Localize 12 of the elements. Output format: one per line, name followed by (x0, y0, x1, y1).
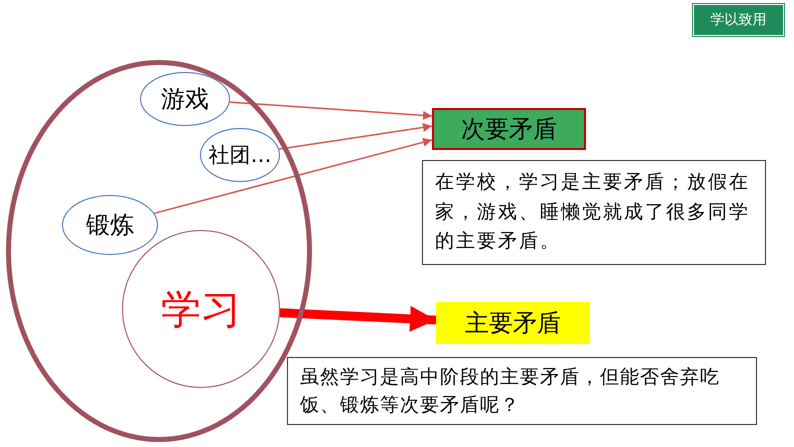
activity-ellipse: 游戏 (140, 72, 230, 126)
secondary-contradiction-box: 次要矛盾 (432, 108, 586, 150)
tag-box: 学以致用 (694, 5, 783, 35)
question-box: 虽然学习是高中阶段的主要矛盾，但能否舍弃吃饭、锻炼等次要矛盾呢？ (287, 357, 757, 425)
arrow (278, 122, 432, 150)
activity-ellipse: 锻炼 (62, 195, 158, 255)
arrow (154, 138, 432, 214)
arrow (230, 101, 432, 120)
note-box: 在学校，学习是主要矛盾；放假在家，游戏、睡懒觉就成了很多同学的主要矛盾。 (422, 160, 766, 265)
arrow (280, 306, 436, 332)
main-contradiction-box: 主要矛盾 (436, 302, 590, 344)
activity-ellipse: 社团… (200, 128, 280, 182)
